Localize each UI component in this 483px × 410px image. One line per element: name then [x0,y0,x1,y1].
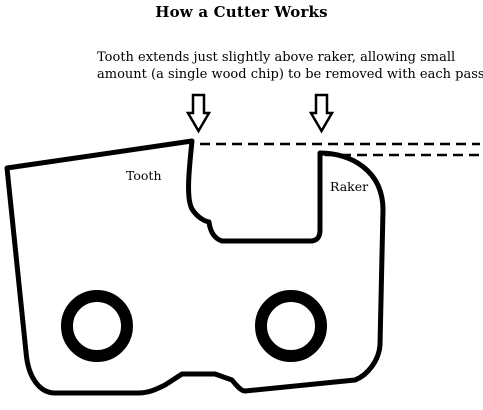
caption-line-1: Tooth extends just slightly above raker,… [97,50,456,65]
raker-arrow-icon [308,93,335,134]
raker-label: Raker [330,179,369,194]
left-rivet-hole [61,290,133,362]
tooth-label: Tooth [126,168,162,183]
diagram-title: How a Cutter Works [155,3,328,21]
caption: Tooth extends just slightly above raker,… [97,49,483,83]
caption-line-2: amount (a single wood chip) to be remove… [97,67,483,82]
tooth-arrow-icon [185,93,212,134]
cutter-body-outline [4,138,386,396]
right-rivet-hole [255,290,327,362]
